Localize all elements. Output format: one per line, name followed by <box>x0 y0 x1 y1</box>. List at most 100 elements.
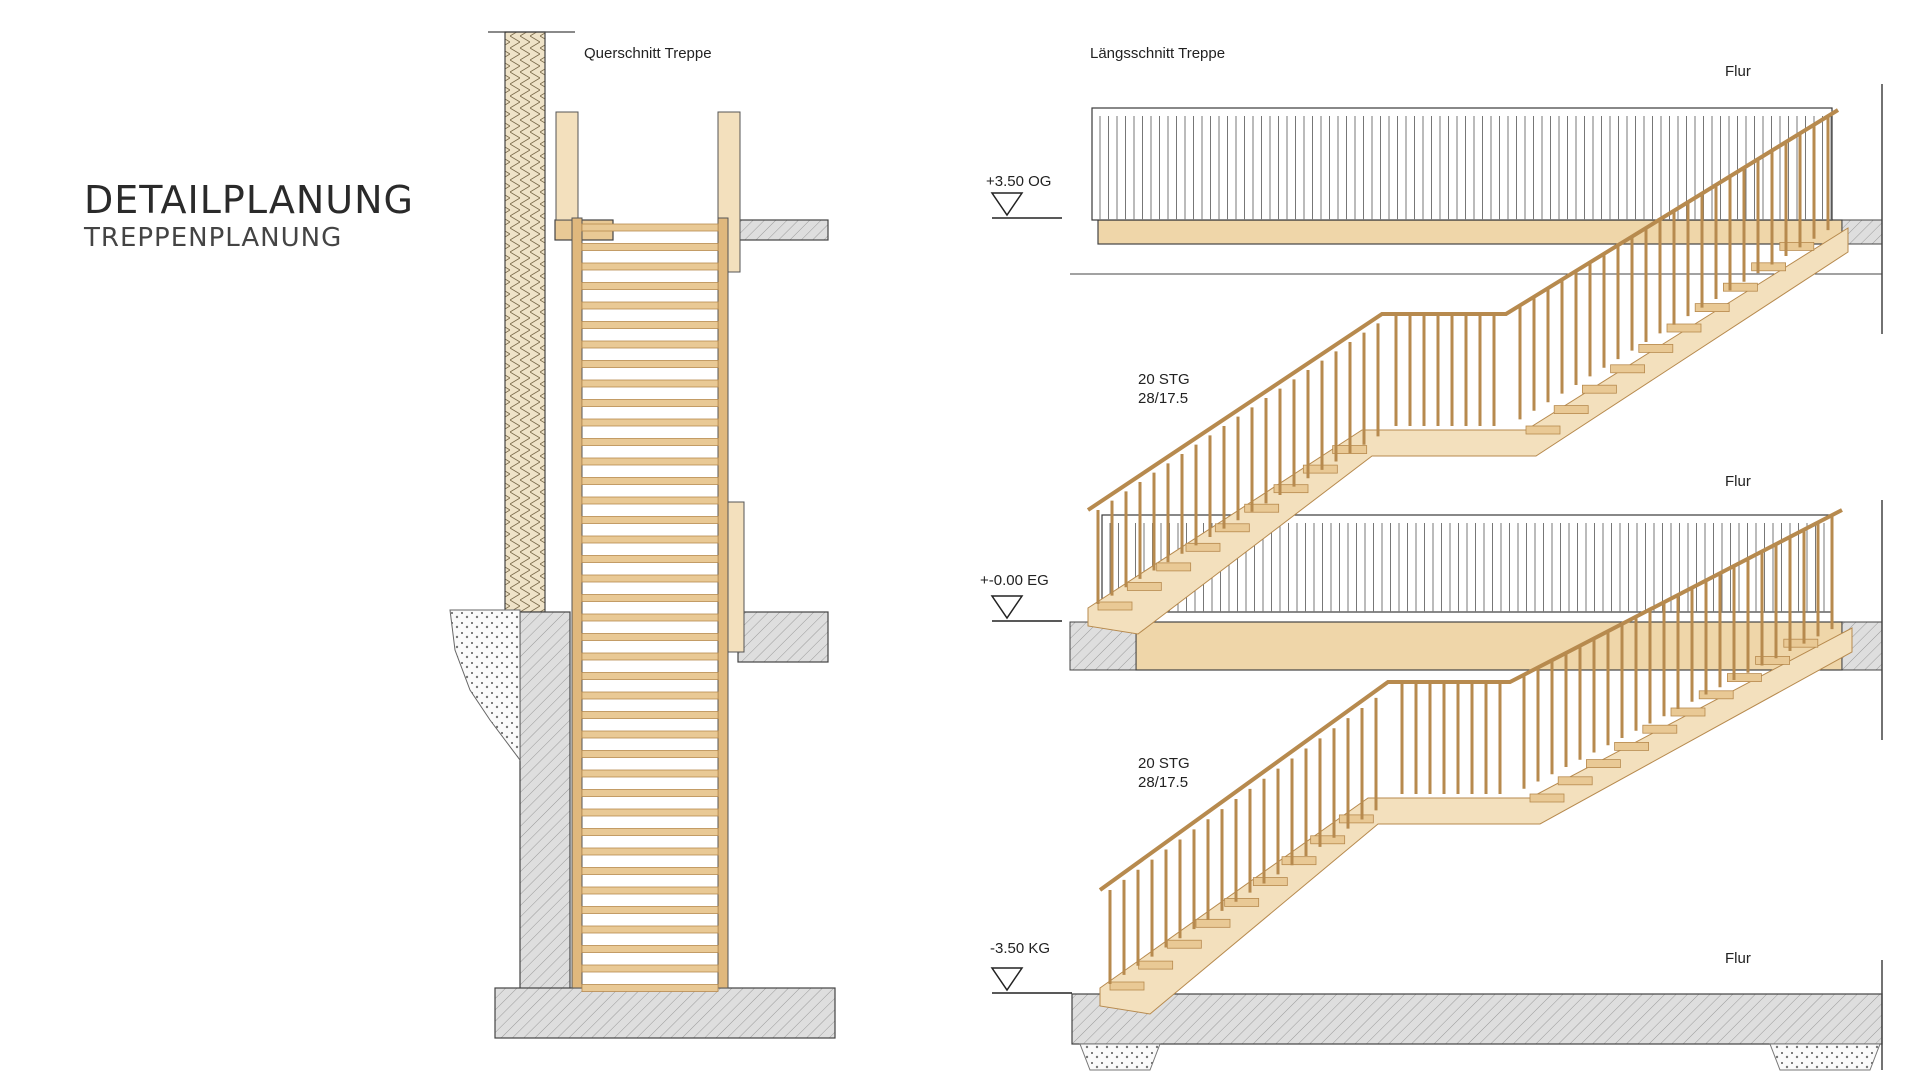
flight-step <box>1185 542 1221 552</box>
cross-section: Querschnitt Treppe <box>449 31 836 1039</box>
cross-section-tread <box>581 496 719 505</box>
flight-step <box>1126 582 1162 591</box>
earth-fill <box>449 609 521 762</box>
flight-step <box>1529 793 1565 803</box>
cross-section-tread <box>581 691 719 700</box>
long-section-title: Längsschnitt Treppe <box>1090 45 1225 62</box>
flight-step <box>1252 877 1288 886</box>
cross-section-tread <box>581 379 719 388</box>
cross-section-tread <box>581 555 719 563</box>
cross-section-tread <box>581 789 719 797</box>
cross-section-tread <box>581 321 719 329</box>
flight-step <box>1779 241 1815 251</box>
flight-step <box>1783 638 1819 648</box>
page-subtitle: TREPPENPLANUNG <box>84 223 343 253</box>
eg-slab-right <box>737 611 829 663</box>
cross-section-tread <box>581 360 719 368</box>
cross-section-tread <box>581 750 719 758</box>
cross-section-tread <box>581 867 719 875</box>
flight-step <box>1614 742 1649 751</box>
eg-slab <box>1135 621 1843 671</box>
handrail <box>1098 508 1843 892</box>
flight-step <box>1244 503 1280 513</box>
flight-step <box>1273 484 1309 494</box>
kg-foundation <box>494 987 836 1039</box>
cross-section-tread <box>581 769 719 778</box>
cross-section-tread <box>581 925 719 934</box>
og-slab-right <box>737 219 829 241</box>
long-section: Längsschnitt Treppe +3.50 OG +-0.00 EG -… <box>980 45 1883 1071</box>
flight-step <box>1097 601 1133 611</box>
level-marker-eg: +-0.00 EG <box>980 572 1062 622</box>
flight2-ratio: 28/17.5 <box>1138 774 1188 791</box>
cross-section-tread <box>581 282 719 290</box>
flight1-ratio: 28/17.5 <box>1138 390 1188 407</box>
cross-section-tread <box>581 886 719 895</box>
stringer-right <box>717 217 729 989</box>
cross-section-tread <box>581 945 719 953</box>
page-title: DETAILPLANUNG <box>84 178 414 222</box>
flight-step <box>1610 364 1645 374</box>
flight-step <box>1195 918 1231 928</box>
flight-stringer <box>1099 627 1853 1015</box>
heading-block: DETAILPLANUNG TREPPENPLANUNG <box>84 178 414 254</box>
cross-section-title: Querschnitt Treppe <box>584 45 712 62</box>
cross-section-tread <box>581 418 719 427</box>
cross-section-tread <box>581 262 719 271</box>
flight-step <box>1694 303 1730 313</box>
stringer-left <box>571 217 583 989</box>
flight-step <box>1723 282 1758 292</box>
flight-step <box>1525 425 1561 435</box>
cross-section-tread <box>581 847 719 856</box>
flight-step <box>1670 707 1706 717</box>
level-eg-label: +-0.00 EG <box>980 572 1049 589</box>
flight-step <box>1302 464 1338 474</box>
cross-section-tread <box>581 964 719 973</box>
level-marker-og: +3.50 OG <box>986 173 1062 219</box>
og-railing-left <box>555 111 579 221</box>
flight-step <box>1310 835 1346 845</box>
cross-section-tread <box>581 828 719 836</box>
cross-section-tread <box>581 223 719 232</box>
cross-section-tread <box>581 730 719 739</box>
flight-step <box>1638 343 1674 353</box>
cross-section-tread <box>581 301 719 310</box>
cross-section-tread <box>581 457 719 466</box>
cross-section-tread <box>581 516 719 524</box>
flight-step <box>1109 981 1145 991</box>
cross-section-tread <box>581 535 719 544</box>
stair-flights <box>1086 108 1853 1015</box>
flight-step <box>1755 656 1790 665</box>
flight-step <box>1698 690 1734 700</box>
flight1-steps: 20 STG <box>1138 371 1190 388</box>
cross-section-tread <box>581 243 719 251</box>
flight2-steps: 20 STG <box>1138 755 1190 772</box>
flur-eg-label: Flur <box>1725 473 1751 490</box>
flight-step <box>1553 405 1589 415</box>
kg-floor <box>1071 993 1883 1045</box>
basement-wall <box>519 611 571 993</box>
flight-step <box>1586 759 1621 768</box>
flight-step <box>1224 898 1260 907</box>
upper-wall <box>504 31 546 613</box>
handrail <box>1086 108 1840 512</box>
cross-section-tread <box>581 906 719 914</box>
level-og-label: +3.50 OG <box>986 173 1051 190</box>
cross-section-tread <box>581 984 719 992</box>
flight-step <box>1166 939 1202 949</box>
flight-step <box>1557 776 1593 786</box>
flight-step <box>1338 814 1374 824</box>
cross-section-tread <box>581 399 719 407</box>
flight-step <box>1281 856 1317 866</box>
eg-railing-right <box>727 501 745 653</box>
flight-step <box>1156 562 1192 572</box>
flight-step <box>1582 384 1617 394</box>
flur-kg-label: Flur <box>1725 950 1751 967</box>
level-marker-kg: -3.50 KG <box>990 940 1072 994</box>
flur-og-label: Flur <box>1725 63 1751 80</box>
cross-section-tread <box>581 633 719 641</box>
cross-section-tread <box>581 477 719 485</box>
balustrade-frame <box>1091 107 1833 221</box>
flight-step <box>1642 724 1678 734</box>
